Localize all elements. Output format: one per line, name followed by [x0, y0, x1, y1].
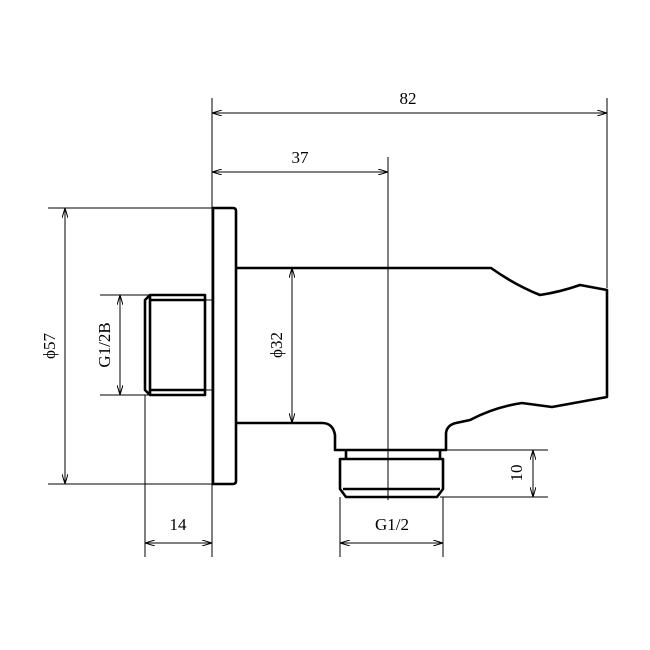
- dim-plate-diameter: ϕ57: [40, 207, 213, 485]
- dim-label-82: 82: [400, 89, 417, 108]
- dim-body-diameter: ϕ32: [267, 268, 292, 423]
- dim-label-g12: G1/2: [375, 515, 409, 534]
- outlet-body: [236, 266, 609, 452]
- dim-plate-depth: 14: [144, 395, 213, 557]
- wall-plate: [211, 206, 238, 486]
- dim-label-37: 37: [292, 148, 310, 167]
- dim-outlet-thread: G1/2: [339, 497, 444, 557]
- dim-overall-length: 82: [211, 89, 608, 484]
- dim-outlet-height: 10: [440, 449, 548, 498]
- dim-label-phi32: ϕ32: [267, 332, 286, 358]
- inlet-thread-fitting: [143, 293, 213, 397]
- dim-label-g12b: G1/2B: [95, 322, 114, 367]
- dim-label-14: 14: [170, 515, 188, 534]
- dim-inlet-thread: G1/2B: [95, 294, 150, 396]
- dim-center-distance: 37: [212, 148, 388, 172]
- dim-label-10: 10: [507, 465, 526, 482]
- dim-label-phi57: ϕ57: [40, 333, 59, 359]
- outlet-thread-nut: [338, 450, 445, 499]
